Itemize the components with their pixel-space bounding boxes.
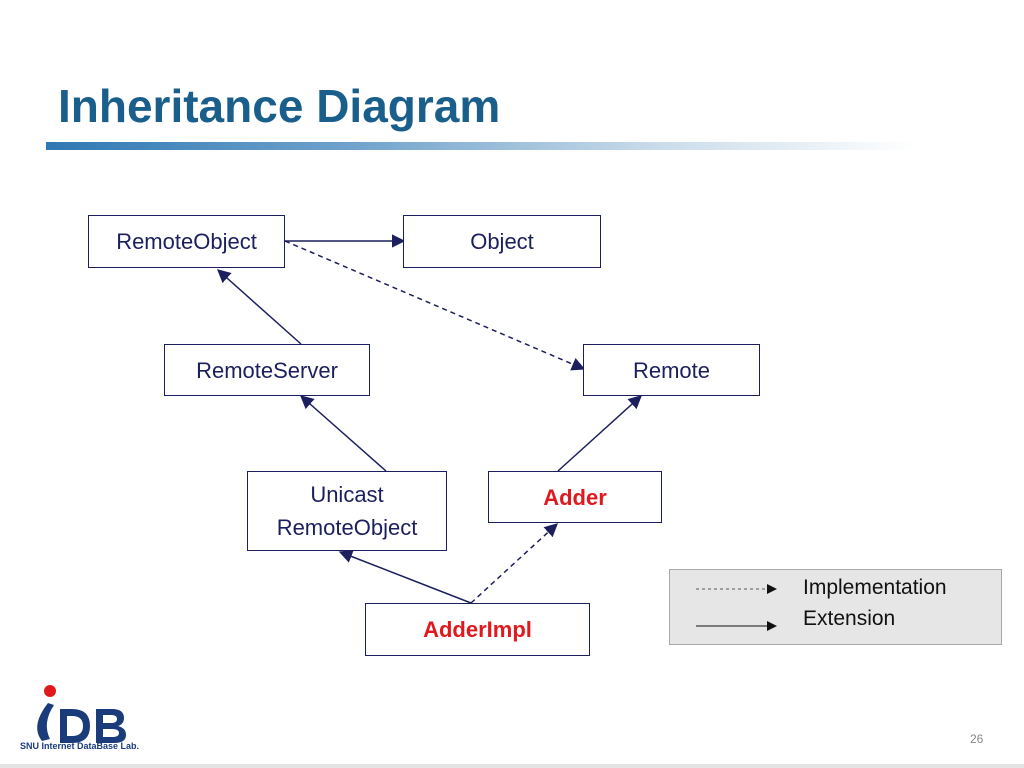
footer-rule <box>0 764 1024 768</box>
edge-remoteobject-remote <box>284 240 586 371</box>
node-remote: Remote <box>583 344 760 396</box>
node-unicast-remote-object: Unicast RemoteObject <box>247 471 447 551</box>
legend-arrows <box>696 584 777 631</box>
legend: Implementation Extension <box>669 569 1002 645</box>
edge-remoteserver-remoteobject <box>216 269 302 345</box>
page-number: 26 <box>970 732 984 746</box>
node-object: Object <box>403 215 601 268</box>
edge-adder-remote <box>557 395 643 472</box>
title-underline <box>46 142 916 150</box>
idb-logo <box>37 685 126 743</box>
legend-extension-label: Extension <box>803 607 896 630</box>
node-remote-server: RemoteServer <box>164 344 370 396</box>
edge-adderimpl-unicast <box>338 550 472 604</box>
edge-adderimpl-adder <box>470 523 558 604</box>
node-adder-impl: AdderImpl <box>365 603 590 656</box>
edge-unicast-remoteserver <box>299 395 387 472</box>
slide-title: Inheritance Diagram <box>58 80 501 132</box>
node-remote-object: RemoteObject <box>88 215 285 268</box>
logo-caption: SNU Internet DataBase Lab. <box>20 741 140 751</box>
legend-implementation-label: Implementation <box>803 576 947 599</box>
node-adder: Adder <box>488 471 662 523</box>
